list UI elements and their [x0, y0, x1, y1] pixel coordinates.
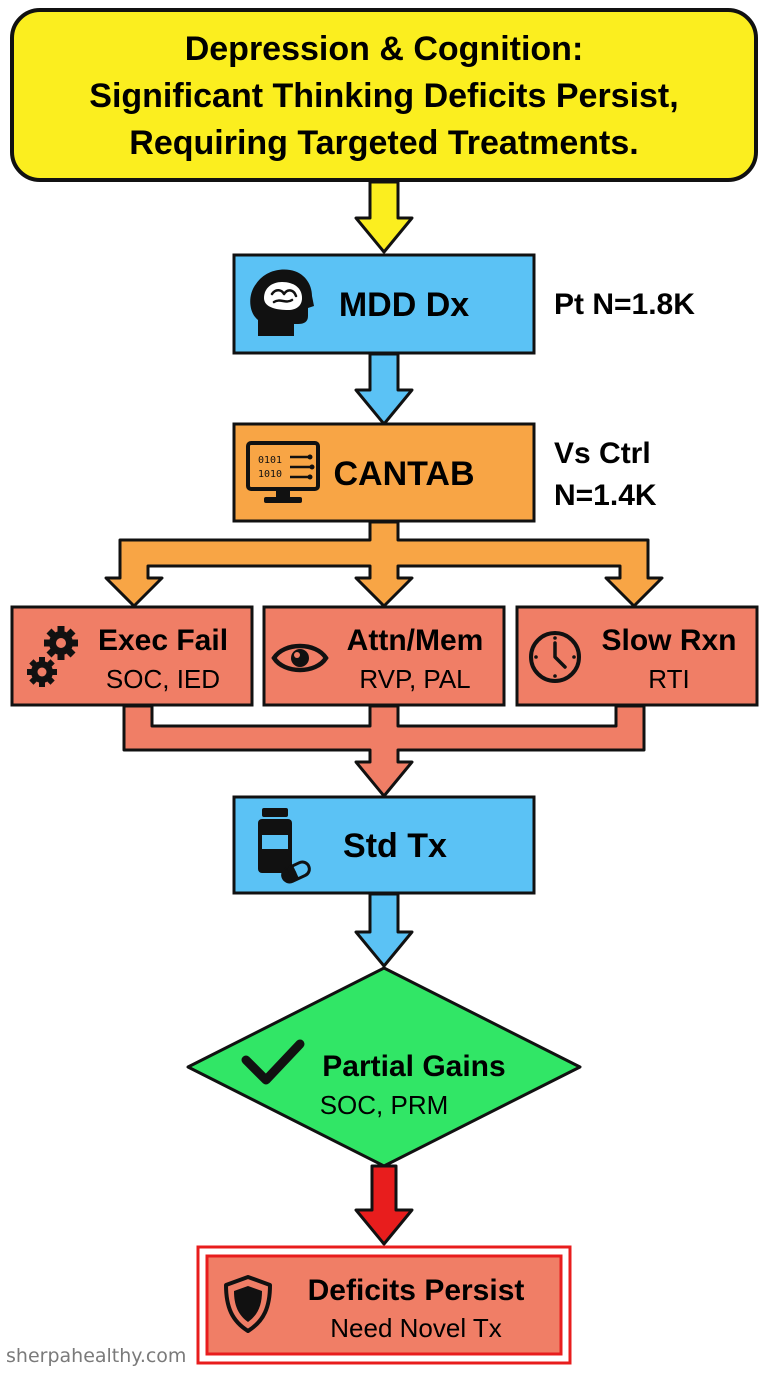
gears-icon — [27, 626, 78, 687]
std-tx-label: Std Tx — [343, 827, 447, 865]
eye-icon — [271, 643, 329, 673]
slow-rxn-sub: RTI — [648, 664, 689, 694]
branch-connector — [104, 520, 664, 608]
controls-note-line-2: N=1.4K — [554, 479, 657, 512]
deficits-persist-sub: Need Novel Tx — [330, 1313, 502, 1343]
std-tx-box: Std Tx — [232, 795, 536, 895]
computer-monitor-icon: 0101 1010 — [246, 441, 320, 503]
partial-gains-sub: SOC, PRM — [320, 1090, 449, 1120]
svg-text:1010: 1010 — [258, 469, 282, 480]
merge-connector — [122, 704, 646, 798]
header-line-2: Significant Thinking Deficits Persist, — [89, 77, 678, 115]
attn-mem-sub: RVP, PAL — [359, 664, 470, 694]
header-line-3: Requiring Targeted Treatments. — [129, 124, 638, 162]
controls-note-line-1: Vs Ctrl — [554, 437, 651, 470]
pill-bottle-icon — [258, 808, 311, 884]
svg-text:0101: 0101 — [258, 455, 282, 466]
arrow-partial-to-deficits — [354, 1164, 414, 1246]
cantab-box: 0101 1010 CANTAB — [232, 422, 536, 523]
mdd-label: MDD Dx — [339, 286, 469, 324]
mdd-box: MDD Dx — [232, 253, 536, 355]
exec-fail-sub: SOC, IED — [106, 664, 220, 694]
header-box: Depression & Cognition: Significant Thin… — [10, 8, 758, 182]
cantab-label: CANTAB — [333, 455, 474, 493]
header-line-1: Depression & Cognition: — [185, 30, 584, 68]
checkmark-icon — [241, 1039, 305, 1085]
exec-fail-box: Exec Fail SOC, IED — [10, 605, 254, 707]
deficits-persist-label: Deficits Persist — [308, 1274, 525, 1307]
partial-gains-diamond: Partial Gains SOC, PRM — [186, 966, 582, 1168]
clock-icon — [529, 631, 581, 683]
watermark-text: sherpahealthy.com — [6, 1345, 186, 1367]
arrow-header-to-mdd — [354, 180, 414, 254]
patients-note: Pt N=1.8K — [554, 288, 695, 321]
slow-rxn-box: Slow Rxn RTI — [515, 605, 759, 707]
brain-head-icon — [250, 269, 314, 336]
arrow-mdd-to-cantab — [354, 352, 414, 426]
exec-fail-label: Exec Fail — [98, 624, 228, 657]
partial-gains-label: Partial Gains — [322, 1050, 505, 1083]
attn-mem-label: Attn/Mem — [347, 624, 484, 657]
shield-icon — [224, 1275, 272, 1333]
slow-rxn-label: Slow Rxn — [601, 624, 736, 657]
attn-mem-box: Attn/Mem RVP, PAL — [262, 605, 506, 707]
deficits-persist-box: Deficits Persist Need Novel Tx — [196, 1245, 572, 1365]
arrow-std-to-partial — [354, 892, 414, 968]
